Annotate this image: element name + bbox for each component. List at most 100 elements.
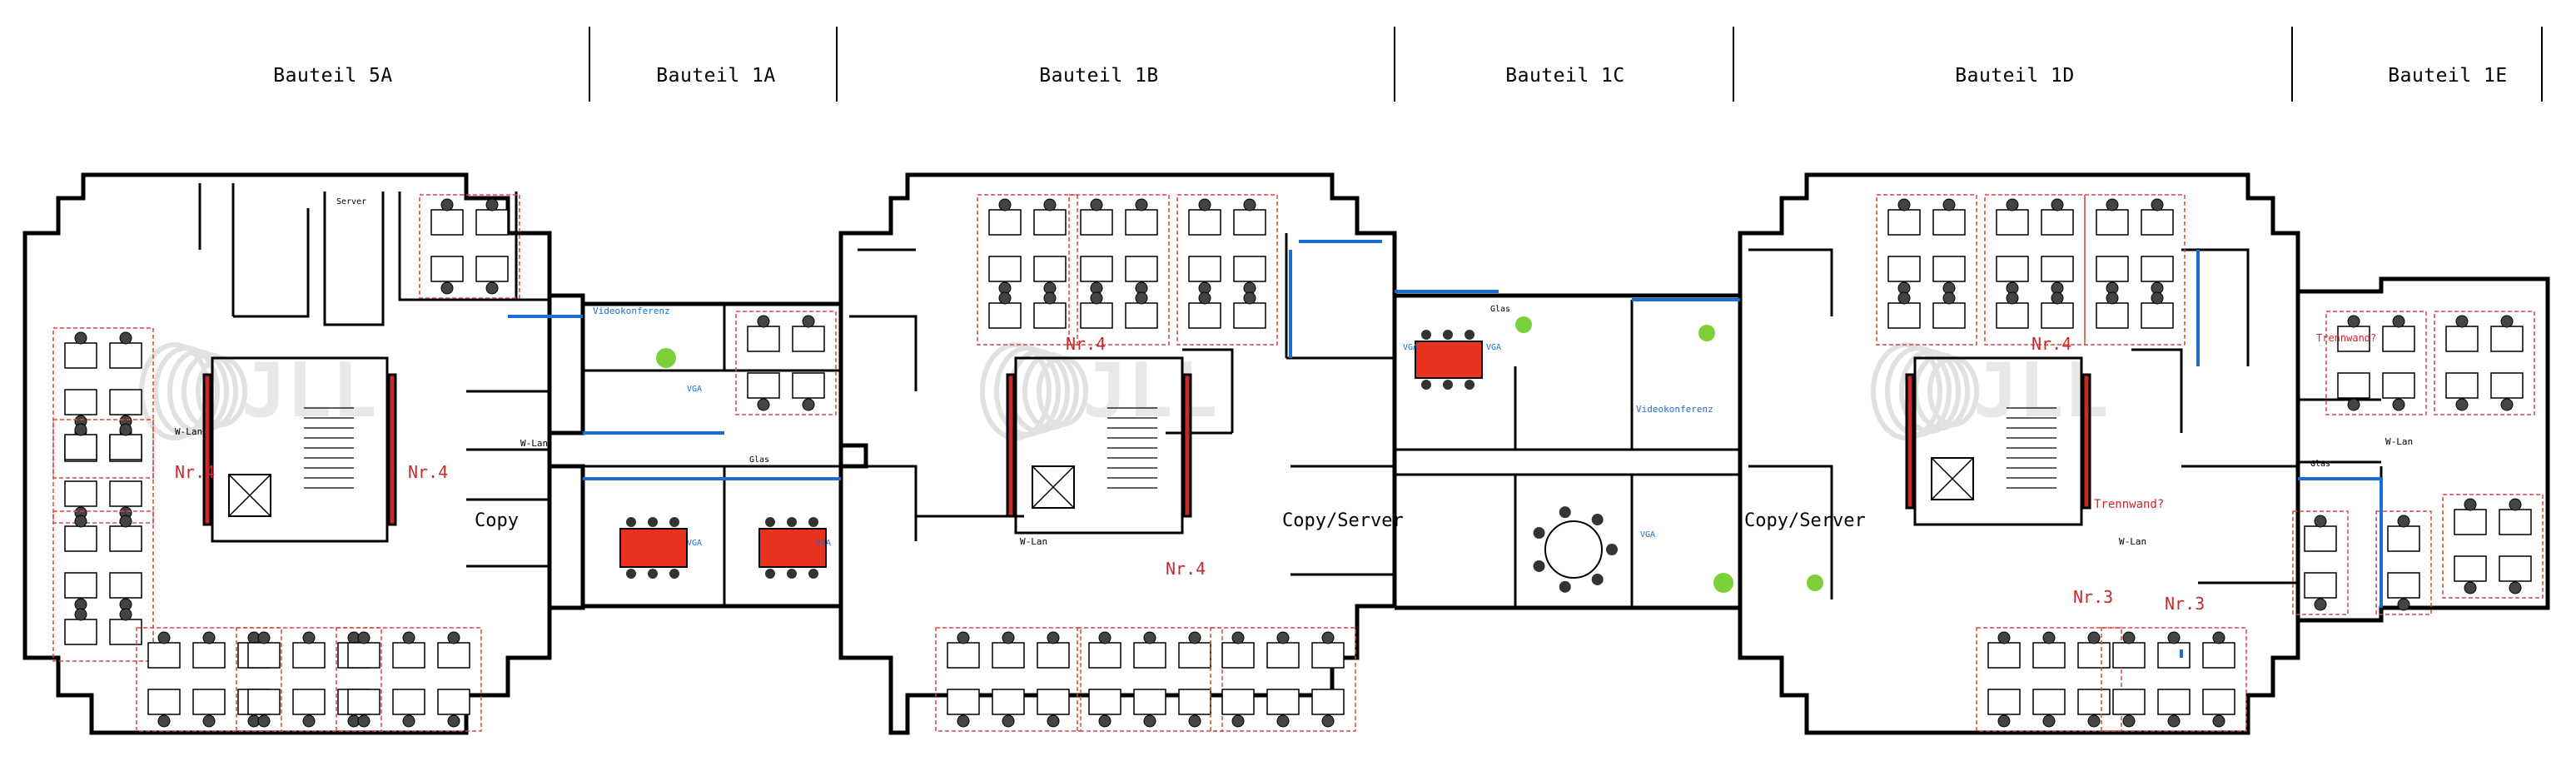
desk bbox=[1088, 642, 1121, 669]
plant bbox=[1515, 316, 1532, 333]
desk-area bbox=[2434, 311, 2535, 415]
chair bbox=[802, 398, 815, 411]
chair bbox=[119, 423, 132, 436]
chair bbox=[2464, 498, 2477, 511]
chair bbox=[2106, 198, 2119, 211]
desk bbox=[1125, 256, 1158, 282]
fire-wall bbox=[2081, 373, 2091, 510]
elevator-cross bbox=[1032, 465, 1075, 509]
desk bbox=[64, 480, 97, 507]
section-divider bbox=[1394, 27, 1395, 102]
desk bbox=[2141, 302, 2174, 329]
fire-wall bbox=[387, 373, 397, 526]
chair bbox=[447, 714, 460, 728]
desk bbox=[1266, 689, 1300, 715]
chair bbox=[202, 631, 216, 644]
chair bbox=[1231, 714, 1245, 728]
chair bbox=[2397, 515, 2410, 528]
chair bbox=[2212, 631, 2225, 644]
chair bbox=[2006, 198, 2019, 211]
desk bbox=[1178, 689, 1211, 715]
section-divider bbox=[2541, 27, 2543, 102]
chair bbox=[1188, 631, 1201, 644]
plant bbox=[1713, 573, 1733, 593]
chair bbox=[1098, 631, 1111, 644]
section-divider bbox=[589, 27, 590, 102]
chair bbox=[2167, 714, 2181, 728]
desk-area bbox=[735, 311, 837, 415]
desk bbox=[947, 642, 980, 669]
desk bbox=[2202, 642, 2235, 669]
chair bbox=[2042, 714, 2056, 728]
chair bbox=[402, 714, 415, 728]
desk bbox=[1188, 209, 1221, 236]
desk bbox=[1311, 689, 1345, 715]
meeting-rooms bbox=[619, 330, 1618, 593]
desk bbox=[430, 256, 464, 282]
chair bbox=[119, 515, 132, 528]
zone-label: Nr.4 bbox=[175, 462, 215, 482]
chair bbox=[257, 714, 271, 728]
desk bbox=[2141, 256, 2174, 282]
desk bbox=[2337, 326, 2370, 352]
chair bbox=[669, 569, 679, 579]
desk bbox=[792, 372, 825, 399]
desk bbox=[430, 209, 464, 236]
desk bbox=[1887, 256, 1921, 282]
desk bbox=[2077, 642, 2111, 669]
desk bbox=[792, 326, 825, 352]
zone-label: Nr.3 bbox=[2165, 594, 2205, 614]
desk bbox=[2382, 326, 2415, 352]
desk bbox=[2337, 372, 2370, 399]
chair bbox=[1135, 291, 1148, 305]
connector-5a-1a bbox=[550, 293, 585, 435]
fire-wall bbox=[1182, 373, 1192, 518]
desk bbox=[1133, 642, 1166, 669]
chair bbox=[1098, 714, 1111, 728]
room-label: Glas bbox=[1490, 305, 1510, 314]
zone-label: Nr.3 bbox=[2073, 587, 2113, 607]
chair bbox=[2509, 498, 2522, 511]
chair bbox=[1321, 714, 1335, 728]
wall bbox=[1748, 248, 2298, 599]
desk bbox=[2041, 256, 2074, 282]
chair bbox=[2087, 631, 2101, 644]
chair bbox=[626, 569, 636, 579]
plant bbox=[656, 348, 676, 368]
desk bbox=[1987, 689, 2021, 715]
desk bbox=[1221, 642, 1255, 669]
chair bbox=[1276, 631, 1290, 644]
desk-area bbox=[935, 627, 1082, 732]
chair bbox=[1002, 631, 1015, 644]
room-label: Copy/Server bbox=[1282, 510, 1404, 531]
section-label-1c: Bauteil 1C bbox=[1505, 65, 1625, 87]
wall bbox=[198, 183, 518, 326]
desk bbox=[2499, 509, 2532, 535]
chair bbox=[485, 281, 499, 295]
desk bbox=[2490, 372, 2524, 399]
wing-1b-outline bbox=[838, 172, 1397, 735]
section-divider bbox=[836, 27, 838, 102]
watermark-ring bbox=[1885, 346, 1952, 437]
chair bbox=[2006, 291, 2019, 305]
desk-area bbox=[977, 194, 1078, 346]
desk bbox=[109, 389, 142, 415]
chair bbox=[1047, 631, 1060, 644]
desk bbox=[64, 389, 97, 415]
desk bbox=[1037, 689, 1070, 715]
desk bbox=[247, 689, 281, 715]
desk bbox=[475, 256, 509, 282]
network-lines bbox=[508, 240, 2383, 658]
chair bbox=[1143, 714, 1156, 728]
chair bbox=[2392, 315, 2405, 328]
watermark-text: JLL bbox=[241, 347, 377, 435]
desk bbox=[1133, 689, 1166, 715]
desk bbox=[2202, 689, 2235, 715]
chair bbox=[202, 714, 216, 728]
chair bbox=[1043, 291, 1057, 305]
desk bbox=[2387, 525, 2420, 552]
desk bbox=[1233, 302, 1266, 329]
chair bbox=[808, 569, 818, 579]
chair bbox=[440, 281, 454, 295]
desk bbox=[2041, 302, 2074, 329]
